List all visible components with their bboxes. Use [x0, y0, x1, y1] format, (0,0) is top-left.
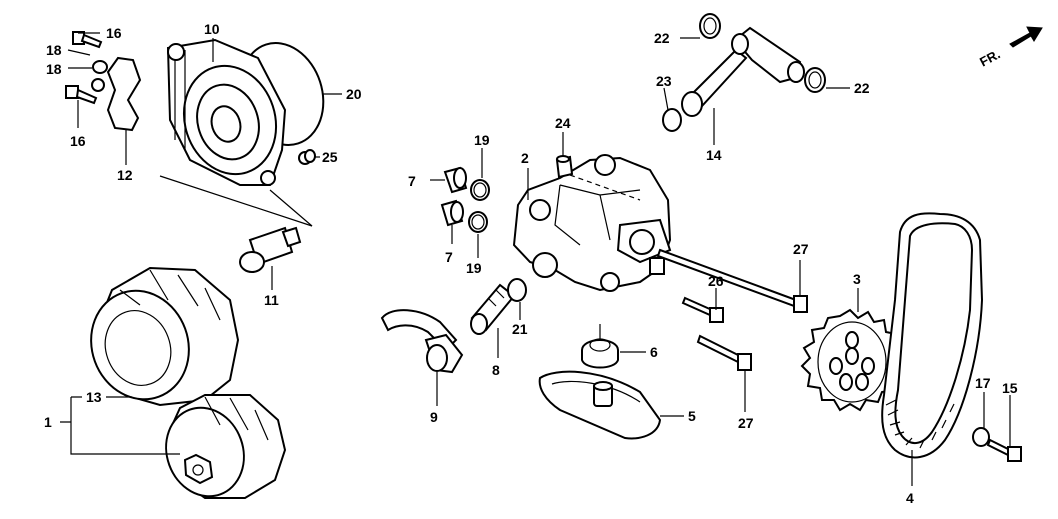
oil-filter-13-part — [90, 266, 240, 407]
callout-20: 20 — [346, 86, 362, 102]
callout-1: 1 — [44, 414, 52, 430]
callout-13: 13 — [86, 389, 102, 405]
callout-5: 5 — [688, 408, 696, 424]
strainer-seal-6-part — [581, 338, 619, 369]
o-rings-19-part — [468, 179, 490, 233]
callout-9: 9 — [430, 409, 438, 425]
callout-12: 12 — [117, 167, 133, 183]
sprocket-bolt-washer-part — [972, 427, 1022, 462]
o-ring-22-lower-inner — [808, 71, 822, 89]
callout-27: 27 — [793, 241, 809, 257]
oil-pump-body-part — [512, 154, 672, 292]
callout-27: 27 — [738, 415, 754, 431]
callout-18: 18 — [46, 42, 62, 58]
callout-22: 22 — [854, 80, 870, 96]
front-direction-arrow-icon: FR. — [977, 26, 1043, 69]
callout-24: 24 — [555, 115, 571, 131]
callout-19: 19 — [466, 260, 482, 276]
oil-pump-sprocket-part — [800, 308, 904, 412]
oil-strainer-5-part — [538, 370, 662, 440]
callout-25: 25 — [322, 149, 338, 165]
callout-21: 21 — [512, 321, 528, 337]
bolts-and-washers-part — [65, 31, 108, 105]
callout-18: 18 — [46, 61, 62, 77]
oil-filter-cap-part — [165, 394, 287, 499]
callout-6: 6 — [650, 344, 658, 360]
fr-label: FR. — [977, 46, 1003, 69]
o-ring-25-part — [298, 149, 316, 165]
callout-17: 17 — [975, 375, 991, 391]
oil-filter-bolt-part — [239, 226, 302, 273]
callout-26: 26 — [708, 273, 724, 289]
setting-plate-part — [106, 56, 142, 132]
oil-pipe-9-part — [380, 309, 464, 374]
callout-15: 15 — [1002, 380, 1018, 396]
o-ring-22-upper — [699, 13, 721, 39]
callout-16: 16 — [106, 25, 122, 41]
callout-7: 7 — [408, 173, 416, 189]
callout-3: 3 — [853, 271, 861, 287]
callout-16: 16 — [70, 133, 86, 149]
drive-chain-part — [881, 212, 984, 459]
callout-23: 23 — [656, 73, 672, 89]
callout-10: 10 — [204, 21, 220, 37]
callout-2: 2 — [521, 150, 529, 166]
oil-pipe-14-part — [681, 26, 805, 117]
callout-8: 8 — [492, 362, 500, 378]
o-ring-22-upper-inner — [703, 17, 717, 35]
callout-22: 22 — [654, 30, 670, 46]
o-ring-22-lower — [804, 67, 826, 93]
callout-7: 7 — [445, 249, 453, 265]
o-ring-21-part — [507, 278, 527, 302]
dashed-alignment-line — [569, 174, 641, 201]
oil-filter-cover-part — [166, 38, 325, 186]
callout-11: 11 — [264, 292, 279, 308]
dowel-pin-24-part — [555, 155, 574, 179]
collars-7-part — [440, 166, 468, 227]
leader-lines — [60, 32, 1011, 486]
o-ring-23-part — [662, 108, 682, 132]
flange-bolts-part — [656, 248, 808, 371]
callout-14: 14 — [706, 147, 722, 163]
callout-4: 4 — [906, 490, 914, 506]
callout-19: 19 — [474, 132, 490, 148]
